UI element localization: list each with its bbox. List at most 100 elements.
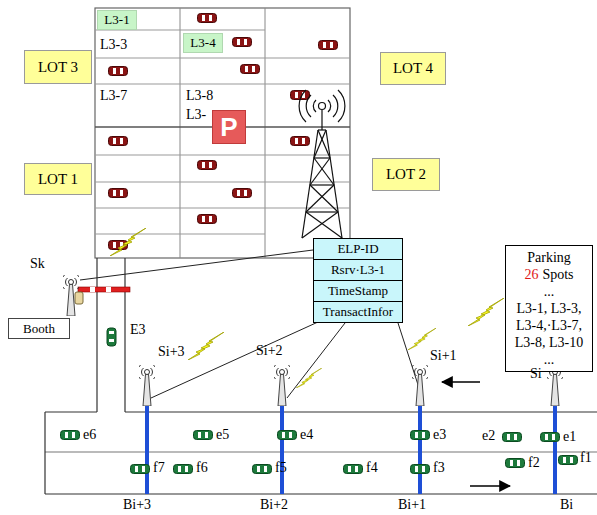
message-field: Rsrv·L3-1	[313, 259, 403, 281]
parking-lot-part-part	[180, 208, 265, 209]
parked-cars-part	[109, 137, 128, 146]
road-cars	[61, 431, 578, 474]
radio-tower-part	[306, 211, 338, 212]
vehicle-label: e3	[433, 427, 446, 443]
parked-cars-part	[198, 161, 217, 170]
vehicle-label: f2	[528, 455, 540, 471]
node-text: LOT 4	[393, 60, 433, 76]
base-stations	[61, 275, 565, 406]
vehicle-label: f1	[580, 450, 592, 466]
road-part	[45, 451, 597, 452]
parking-lot-part-part	[180, 84, 265, 85]
road-part	[45, 493, 597, 494]
node-text: ...	[544, 284, 555, 299]
text-row: ELP-ID	[337, 241, 378, 257]
text-row: LOT 3	[38, 59, 78, 76]
text-holder: P	[220, 112, 237, 143]
text-row: LOT 4	[393, 60, 433, 77]
gate-part	[107, 328, 116, 346]
road-part	[96, 258, 97, 412]
parking-lot-part-part	[265, 182, 350, 183]
radio-tower	[299, 90, 345, 238]
vehicle-label: f4	[366, 460, 378, 476]
parking-lot-part-part	[265, 84, 350, 85]
vehicle-label: e6	[83, 427, 96, 443]
node-text: L3-4	[190, 35, 215, 50]
vehicle-label: e5	[216, 427, 229, 443]
node-text: Booth	[23, 321, 55, 336]
text-row: ...	[510, 351, 588, 368]
direction-arrows-part	[470, 485, 510, 487]
road-part	[44, 412, 45, 494]
parking-lot-part	[265, 8, 266, 258]
road-cars-part	[174, 465, 193, 474]
text-holder: ELP-ID	[337, 241, 378, 257]
node-text: LOT 1	[38, 171, 78, 187]
parked-cars-part	[109, 67, 128, 76]
booth-box: Booth	[8, 318, 70, 339]
parking-lot-part-part	[95, 182, 180, 183]
road-part	[124, 258, 125, 412]
radio-links-part	[287, 323, 345, 398]
beacon-label: Bi+2	[260, 498, 288, 512]
radio-tower-part	[318, 129, 326, 130]
text-holder: LOT 3	[38, 59, 78, 76]
parked-cars	[109, 14, 338, 250]
node-text: Spots	[542, 267, 573, 282]
radio-tower-part	[321, 110, 322, 130]
text-row: L3-1	[104, 12, 129, 28]
road-cars-part	[131, 465, 150, 474]
parked-cars-part	[241, 65, 260, 74]
parked-cars-part	[109, 189, 128, 198]
beacon-label: Bi	[560, 498, 573, 512]
vehicle-label: e2	[482, 428, 495, 444]
base-stations-part	[137, 365, 157, 406]
radio-tower-part	[319, 103, 326, 110]
node-text: L3-1, L3-3, L3-4,·L3-7, L3-8, L3-10	[515, 301, 583, 350]
text-label: Si+1	[430, 348, 457, 364]
parking-lot-part-part	[265, 58, 350, 59]
radio-tower-part	[314, 157, 330, 158]
wireless-bolts-part	[408, 328, 436, 350]
text-label: L3-3	[100, 37, 127, 53]
road-cars-part	[411, 465, 430, 474]
message-field: TimeStamp	[313, 280, 403, 302]
beacon-bars-part	[418, 405, 422, 494]
parking-lot-part-part	[95, 155, 180, 156]
radio-links-part	[151, 322, 318, 398]
wireless-bolts-part	[110, 228, 146, 256]
parked-cars-part	[319, 41, 338, 50]
parked-cars-part	[233, 189, 252, 198]
road-cars-part	[411, 431, 430, 440]
text-holder: Parking26Spots...L3-1, L3-3, L3-4,·L3-7,…	[510, 249, 588, 368]
beacon-bars-part	[280, 405, 284, 494]
parking-lot-part-part	[180, 30, 265, 31]
parking-lot-part	[95, 30, 350, 234]
gate-part	[90, 287, 95, 292]
road-cars-part	[194, 431, 213, 440]
parking-lot-part-part	[180, 58, 265, 59]
text-holder: TimeStamp	[328, 283, 388, 299]
text-holder: LOT 1	[38, 171, 78, 188]
lot-box: LOT 1	[24, 163, 92, 195]
text-holder: L3-1	[104, 12, 129, 28]
road-part	[125, 411, 597, 412]
text-row: Parking	[510, 249, 588, 266]
text-row: 26Spots	[510, 266, 588, 283]
parking-sign: P	[212, 110, 246, 144]
text-holder: Booth	[23, 321, 55, 337]
radio-tower-part	[302, 212, 338, 238]
parking-lot	[95, 8, 350, 258]
parking-info-box: Parking26Spots...L3-1, L3-3, L3-4,·L3-7,…	[505, 245, 593, 372]
beacon-bars-part	[145, 405, 149, 494]
parking-lot-part	[180, 8, 181, 258]
parking-lot-part-part	[180, 234, 265, 235]
radio-tower-part	[310, 158, 330, 185]
radio-tower-part	[310, 184, 334, 185]
text-label: L3-	[186, 107, 206, 123]
text-label: Si	[530, 366, 542, 382]
road-cars-part	[503, 433, 522, 442]
text-holder: L3-4	[190, 35, 215, 51]
road-cars-part	[541, 433, 560, 442]
